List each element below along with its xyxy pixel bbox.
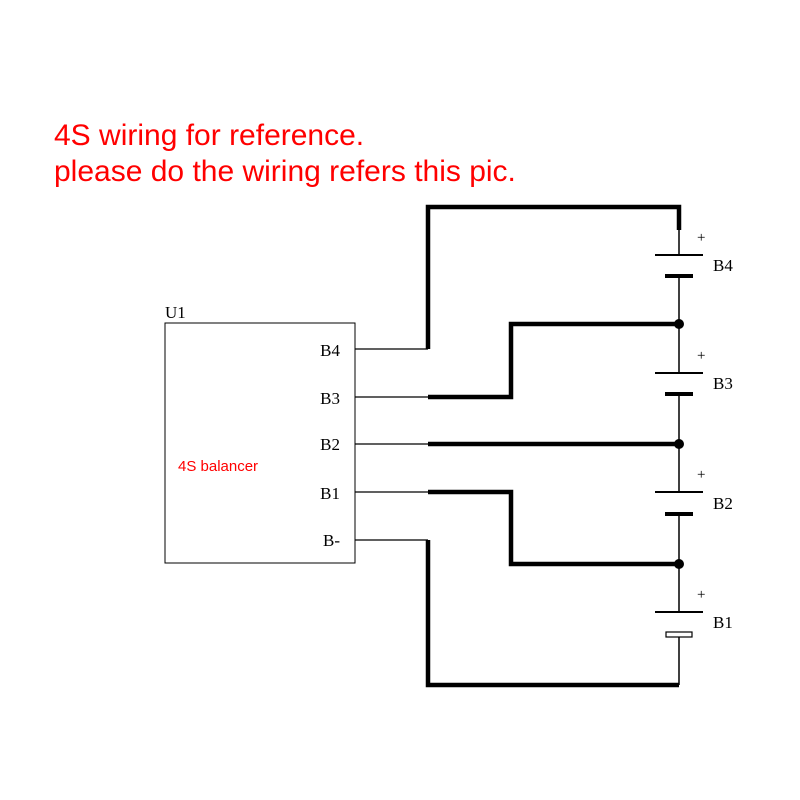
- cell-b2-plus-sign: +: [697, 467, 705, 483]
- cell-b1-negative-plate: [665, 631, 693, 638]
- cell-b3: + B3: [655, 348, 733, 396]
- wiring-note: 4S wiring for reference. please do the w…: [54, 118, 516, 190]
- junction-b1: [674, 559, 684, 569]
- junctions: [674, 319, 684, 569]
- cell-b4-negative-plate: [665, 274, 693, 278]
- cell-b4-label: B4: [713, 256, 733, 275]
- pin-label-b3: B3: [320, 389, 340, 408]
- balancer-module: U1 4S balancer B4 B3 B2 B1 B-: [164, 303, 356, 564]
- pin-leads: [355, 348, 428, 541]
- pin-label-b2: B2: [320, 435, 340, 454]
- cell-b1-label: B1: [713, 613, 733, 632]
- thick-wires: [425, 204, 682, 688]
- cell-b2-negative-plate: [665, 512, 693, 516]
- cell-b4: + B4: [655, 230, 733, 278]
- balancer-box: [164, 322, 356, 564]
- cell-b1-plus-sign: +: [697, 587, 705, 603]
- cell-b4-plus-sign: +: [697, 230, 705, 246]
- wire-b-minus: [425, 540, 679, 688]
- cell-b3-label: B3: [713, 374, 733, 393]
- wire-b1: [428, 489, 679, 567]
- balancer-ref-label: U1: [165, 303, 186, 322]
- wire-b3: [428, 321, 679, 400]
- wiring-note-line-1: 4S wiring for reference.: [54, 119, 365, 152]
- cell-b3-negative-plate: [665, 392, 693, 396]
- pin-label-b-minus: B-: [323, 531, 340, 550]
- junction-b2: [674, 439, 684, 449]
- cell-b2: + B2: [655, 467, 733, 516]
- balancer-name-label: 4S balancer: [178, 458, 258, 475]
- pin-label-b4: B4: [320, 341, 340, 360]
- cell-b2-label: B2: [713, 494, 733, 513]
- pin-label-b1: B1: [320, 484, 340, 503]
- junction-b3: [674, 319, 684, 329]
- cell-b3-plus-sign: +: [697, 348, 705, 364]
- wire-b4: [425, 204, 682, 349]
- cell-b1: + B1: [655, 587, 733, 638]
- wiring-note-line-2: please do the wiring refers this pic.: [54, 155, 516, 188]
